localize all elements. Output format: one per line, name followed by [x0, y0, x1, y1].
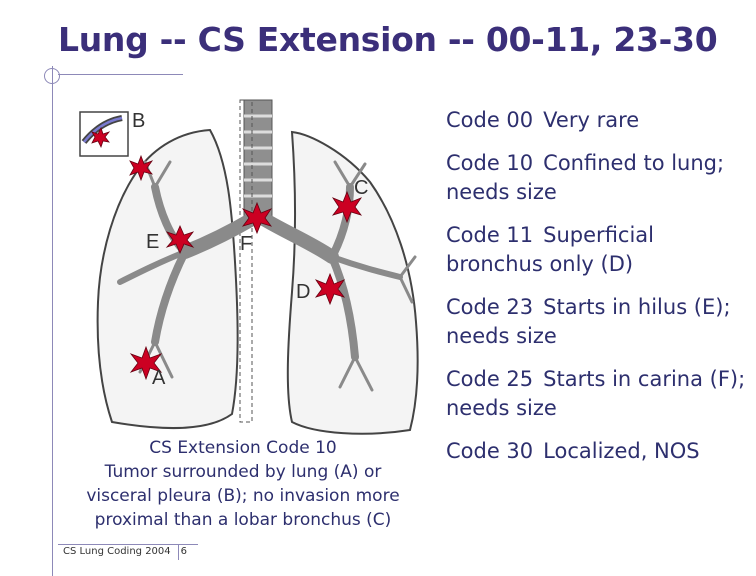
code-description: Confined to lung; needs size — [446, 151, 725, 204]
label-f: F — [240, 233, 252, 255]
code-number: Code 10 — [446, 151, 534, 175]
code-description: Superficial bronchus only (D) — [446, 223, 655, 276]
tumor-markers — [91, 126, 363, 381]
left-margin-rule — [52, 66, 53, 576]
left-lung — [286, 130, 419, 435]
code-number: Code 23 — [446, 295, 534, 319]
corner-ornament — [44, 68, 60, 84]
label-d: D — [296, 281, 310, 303]
tumor-f — [241, 201, 273, 235]
diagram-caption: CS Extension Code 10 Tumor surrounded by… — [52, 436, 434, 532]
label-c: C — [354, 177, 368, 199]
code-description: Localized, NOS — [543, 439, 700, 463]
code-description: Starts in carina (F); needs size — [446, 367, 746, 420]
lung-diagram: B C E F D A — [79, 99, 419, 435]
tumor-d — [314, 272, 346, 306]
code-number: Code 30 — [446, 439, 534, 463]
midline-dashed — [239, 99, 253, 423]
page-number: 6 — [180, 546, 188, 557]
tumor-b-pleura — [129, 154, 154, 182]
tumor-b-inset — [91, 126, 111, 149]
code-description: Very rare — [543, 108, 640, 132]
slide-footer: CS Lung Coding 2004 6 — [63, 546, 187, 557]
code-item-30: Code 30 Localized, NOS — [446, 437, 754, 466]
right-lung — [96, 128, 239, 430]
caption-line: visceral pleura (B); no invasion more — [86, 486, 400, 506]
footer-rule — [58, 544, 198, 545]
slide-title: Lung -- CS Extension -- 00-11, 23-30 — [58, 20, 718, 59]
title-underline — [58, 74, 183, 75]
trachea — [243, 99, 273, 219]
code-number: Code 00 — [446, 108, 534, 132]
caption-line: CS Extension Code 10 — [149, 438, 337, 458]
tumor-c — [331, 190, 363, 224]
footer-divider — [178, 544, 179, 560]
label-e: E — [146, 231, 159, 253]
caption-line: Tumor surrounded by lung (A) or — [104, 462, 382, 482]
tumor-a — [129, 345, 163, 381]
code-description: Starts in hilus (E); needs size — [446, 295, 731, 348]
code-number: Code 25 — [446, 367, 534, 391]
tumor-e — [165, 225, 195, 254]
caption-line: proximal than a lobar bronchus (C) — [94, 510, 392, 530]
code-number: Code 11 — [446, 223, 534, 247]
code-item-00: Code 00 Very rare — [446, 106, 754, 135]
label-a: A — [152, 367, 166, 389]
footer-text: CS Lung Coding 2004 — [63, 546, 171, 557]
label-b: B — [132, 110, 145, 132]
